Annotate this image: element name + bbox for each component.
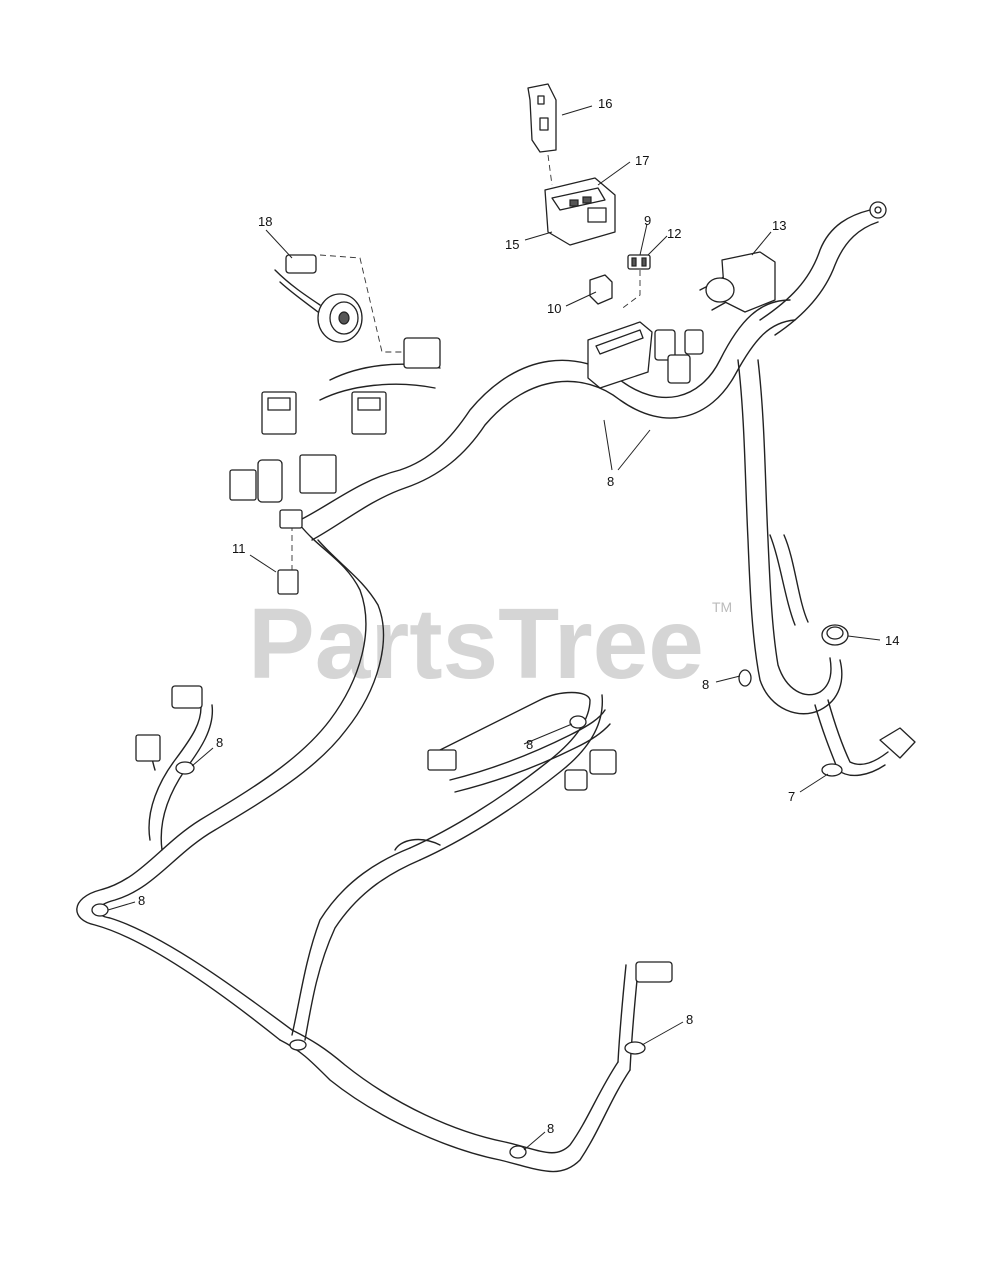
assembly-leaders (291, 154, 641, 570)
callout-leaders (107, 105, 881, 1151)
callout-8-fuse: 8 (607, 474, 614, 489)
part-18-grommet-connector (274, 254, 363, 343)
part-14-grommet (821, 624, 849, 646)
callout-8-bottom: 8 (547, 1121, 554, 1136)
right-harness-branch (737, 209, 889, 777)
watermark-tm: TM (712, 599, 732, 615)
part-10-relay (589, 274, 613, 305)
part-16-bracket (527, 83, 557, 153)
callout-9: 9 (644, 213, 651, 228)
part-9-12-fuse-clip (627, 254, 651, 270)
right-lower-connector (821, 727, 916, 777)
ring-terminal (869, 201, 887, 219)
callout-16: 16 (598, 96, 612, 111)
center-branch-connectors (427, 715, 617, 791)
callout-8-left: 8 (216, 735, 223, 750)
callout-13: 13 (772, 218, 786, 233)
callout-8-center: 8 (526, 737, 533, 752)
callout-8-bottom-right: 8 (686, 1012, 693, 1027)
callout-18: 18 (258, 214, 272, 229)
callout-8-far-left: 8 (138, 893, 145, 908)
part-13-boot (705, 251, 776, 313)
part-17-connector-block (544, 177, 616, 246)
fuse-block-cluster (587, 321, 704, 389)
left-branch-connectors (91, 685, 203, 917)
left-connector-cluster (229, 337, 441, 595)
callout-labels: 16 17 15 18 9 12 13 10 8 11 14 8 8 8 7 8… (138, 96, 899, 1136)
watermark-logo: PartsTree (248, 588, 704, 700)
callout-11: 11 (232, 541, 246, 556)
callout-8-right: 8 (702, 677, 709, 692)
callout-10: 10 (547, 301, 561, 316)
callout-12: 12 (667, 226, 681, 241)
main-lower-harness (76, 524, 639, 1173)
callout-14: 14 (885, 633, 899, 648)
bottom-right-connector (289, 669, 752, 1159)
callout-7: 7 (788, 789, 795, 804)
callout-17: 17 (635, 153, 649, 168)
callout-15: 15 (505, 237, 519, 252)
